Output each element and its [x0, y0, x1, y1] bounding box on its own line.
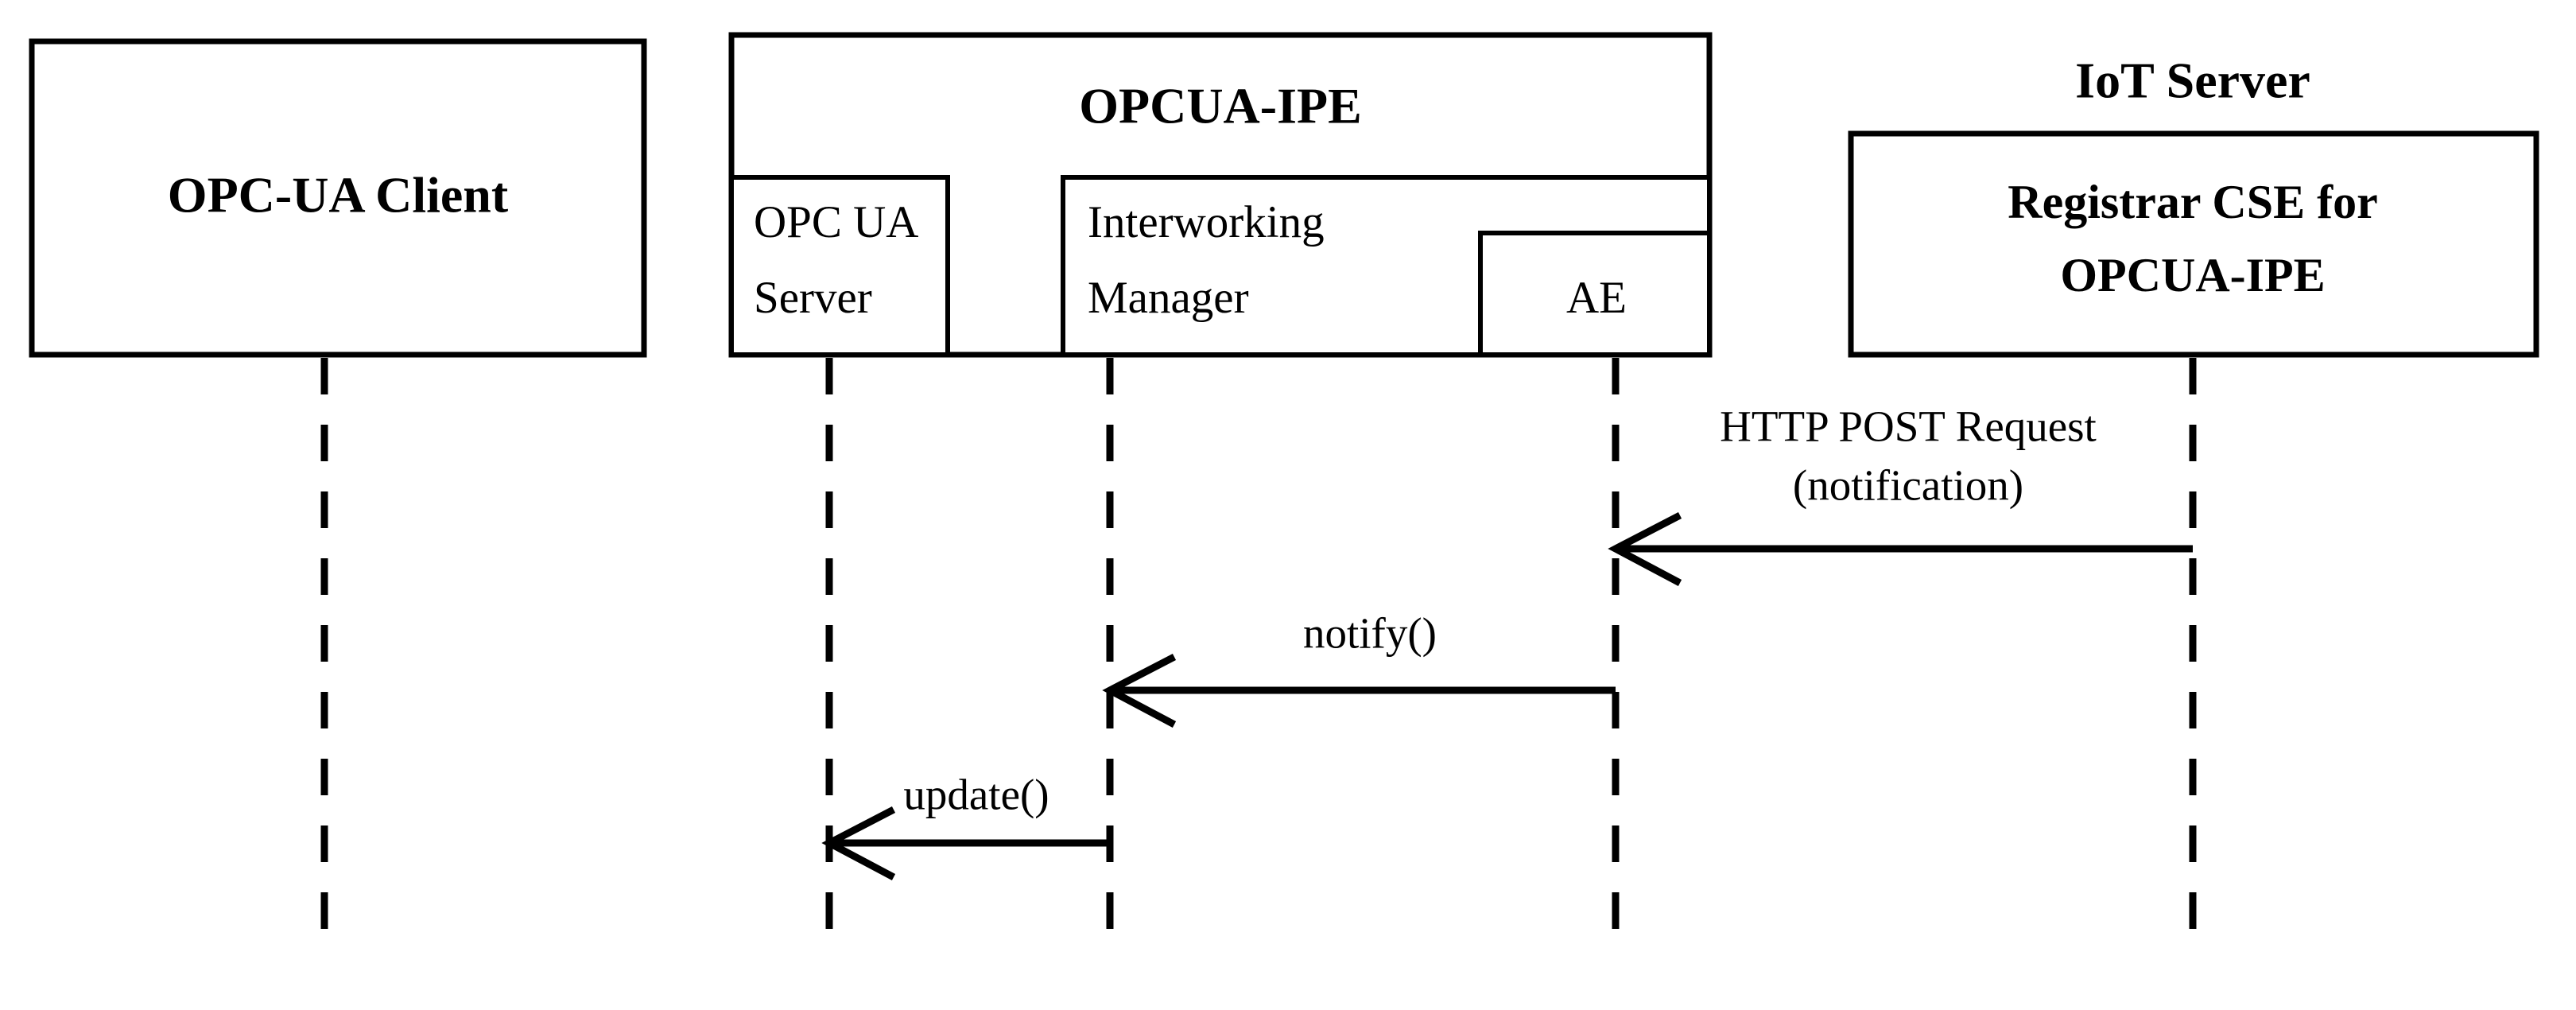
registrar-cse-label-line1: Registrar CSE for [2008, 176, 2377, 228]
update-arrow-head [821, 806, 896, 880]
iot-server-label: IoT Server [2075, 52, 2310, 109]
participant-ae[interactable]: AE [1478, 231, 1712, 357]
message-http-post-notification[interactable]: HTTP POST Request (notification) [1608, 402, 2193, 586]
http-post-label-line2: (notification) [1793, 461, 2023, 510]
notify-arrow-head [1102, 654, 1177, 728]
interworking-manager-label-line1: Interworking [1088, 197, 1325, 247]
participant-iot-server[interactable]: IoT Server Registrar CSE for OPCUA-IPE [1848, 52, 2539, 358]
opcua-client-box [29, 38, 647, 358]
participant-opcua-client[interactable]: OPC-UA Client [29, 38, 647, 358]
message-update[interactable]: update() [821, 771, 1110, 880]
registrar-cse-label-line2: OPCUA-IPE [2060, 249, 2325, 301]
message-notify[interactable]: notify() [1102, 609, 1616, 728]
http-post-label-line1: HTTP POST Request [1720, 402, 2097, 451]
interworking-manager-label-line2: Manager [1088, 273, 1249, 323]
ae-box [1478, 231, 1712, 357]
opcua-ipe-label: OPCUA-IPE [1079, 78, 1362, 134]
update-label: update() [903, 771, 1049, 819]
ae-label: AE [1566, 273, 1627, 323]
participant-opcua-server[interactable]: OPC UA Server [729, 175, 950, 357]
opcua-client-label: OPC-UA Client [168, 167, 509, 223]
http-post-arrow-head [1608, 512, 1682, 586]
notify-label: notify() [1303, 609, 1437, 658]
opcua-server-label-line1: OPC UA [754, 197, 918, 247]
opcua-server-box [729, 175, 950, 357]
iot-server-inner-box [1848, 130, 2539, 358]
opcua-server-label-line2: Server [754, 273, 872, 323]
